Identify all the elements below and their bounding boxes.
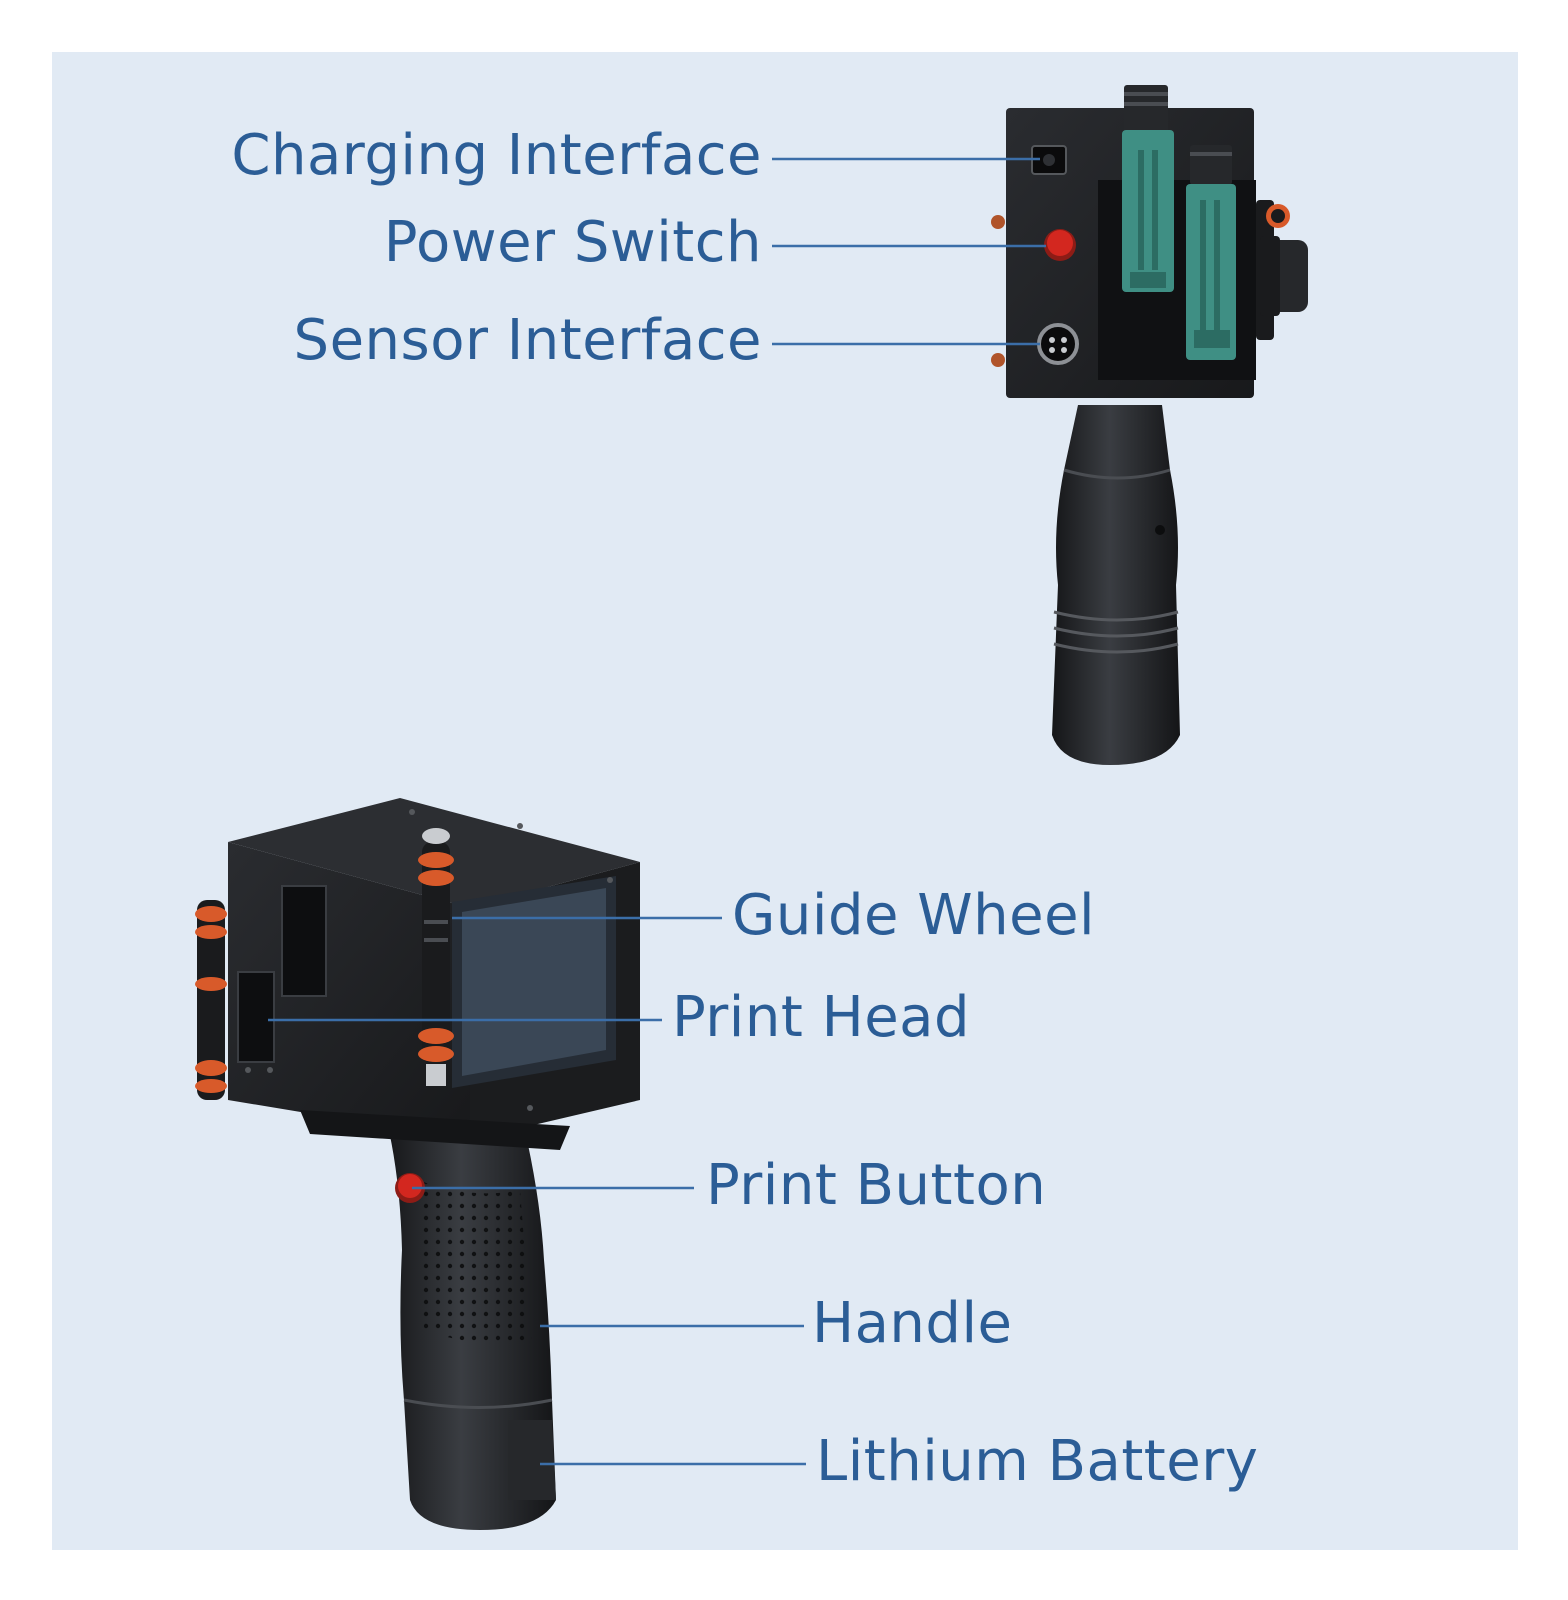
label-charging-interface: Charging Interface <box>231 123 762 188</box>
label-power-switch: Power Switch <box>383 210 762 275</box>
top-view-guide-wheel-icon <box>1256 200 1308 340</box>
side-view-printer <box>195 798 640 1530</box>
power-switch-icon <box>1044 229 1076 261</box>
top-view-handle <box>1052 405 1180 765</box>
guide-wheel-icon <box>418 828 454 1086</box>
top-view-printer <box>991 85 1308 765</box>
charging-port-icon <box>1031 145 1067 175</box>
label-print-button: Print Button <box>706 1153 1047 1218</box>
left-guide-wheel-icon <box>195 900 227 1100</box>
label-guide-wheel: Guide Wheel <box>732 883 1096 948</box>
ink-cartridge-1-icon <box>1122 85 1174 292</box>
leader-lines <box>268 157 1046 1466</box>
print-button-icon <box>395 1173 425 1203</box>
label-sensor-interface: Sensor Interface <box>293 308 762 373</box>
label-lithium-battery: Lithium Battery <box>816 1429 1259 1494</box>
ink-cartridge-2-icon <box>1186 145 1236 360</box>
sensor-port-icon <box>1037 323 1079 365</box>
label-handle: Handle <box>812 1291 1013 1356</box>
side-view-handle <box>384 1110 556 1530</box>
label-print-head: Print Head <box>672 985 971 1050</box>
